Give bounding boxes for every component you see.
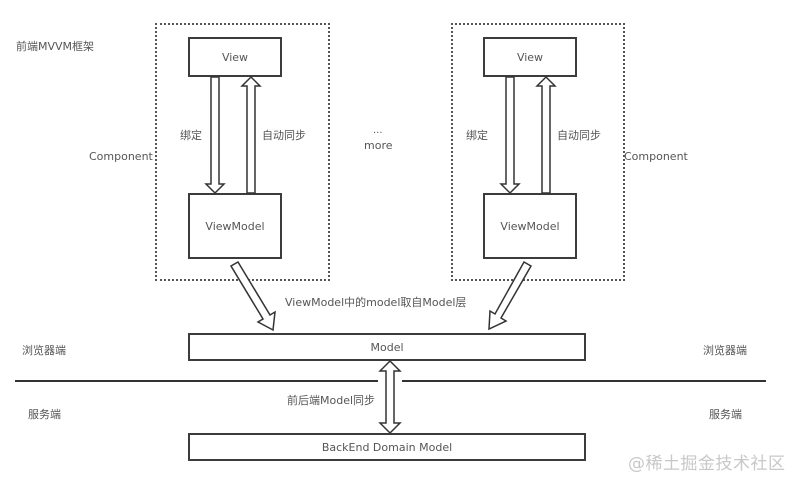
frontend-backend-sync-label: 前后端Model同步: [287, 394, 376, 407]
sync-label-left: 自动同步: [262, 129, 306, 142]
backend-model-box: BackEnd Domain Model: [188, 433, 586, 461]
viewmodel-box-right: ViewModel: [483, 193, 577, 259]
bind-label-left: 绑定: [180, 129, 202, 142]
browser-side-label-left: 浏览器端: [22, 344, 66, 357]
sync-arrow-right: [535, 75, 557, 194]
bind-arrow-right: [499, 76, 521, 195]
viewmodel-to-model-arrow-right: [488, 260, 533, 331]
sync-label-right: 自动同步: [557, 129, 601, 142]
bind-arrow-left: [204, 76, 226, 195]
watermark: @稀土掘金技术社区: [628, 454, 786, 474]
framework-title: 前端MVVM框架: [16, 40, 95, 53]
more-ellipsis: ...: [373, 125, 383, 136]
component-container-right: [451, 23, 625, 281]
component-label-right: Component: [624, 150, 688, 163]
model-box: Model: [188, 333, 586, 361]
viewmodel-box-left: ViewModel: [188, 193, 282, 259]
model-sync-arrow: [378, 359, 402, 435]
server-side-label-right: 服务端: [709, 408, 742, 421]
component-label-left: Component: [89, 150, 153, 163]
server-side-label-left: 服务端: [28, 408, 61, 421]
browser-side-label-right: 浏览器端: [703, 344, 747, 357]
view-box-right: View: [483, 37, 577, 77]
view-box-left: View: [188, 37, 282, 77]
more-label: more: [364, 139, 393, 152]
bind-label-right: 绑定: [466, 129, 488, 142]
viewmodel-to-model-label: ViewModel中的model取自Model层: [285, 296, 467, 309]
viewmodel-to-model-arrow-left: [229, 260, 276, 332]
sync-arrow-left: [240, 75, 262, 194]
